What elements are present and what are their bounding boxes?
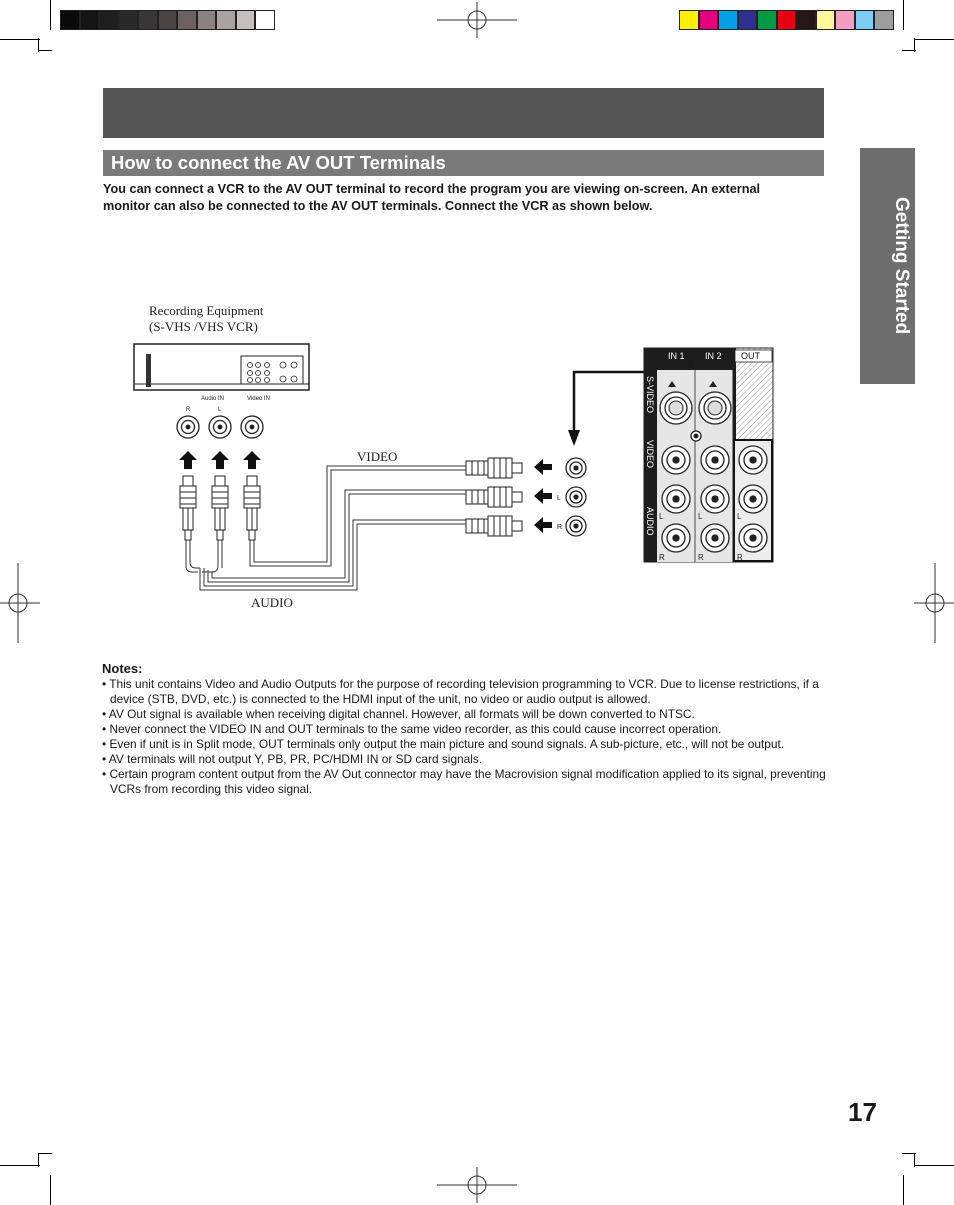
jack-l-label: L [557, 495, 561, 502]
calibration-swatch [776, 10, 796, 30]
note-item: • AV Out signal is available when receiv… [102, 707, 695, 721]
calibration-swatch [138, 10, 158, 30]
up-arrows [179, 451, 261, 469]
svg-text:R: R [698, 553, 704, 562]
calibration-swatch [698, 10, 718, 30]
calibration-swatch [99, 10, 119, 30]
section-header: How to connect the AV OUT Terminals [103, 150, 824, 176]
tv-rear-panel: IN 1 IN 2 OUT S-VIDEO VIDEO AUDIO L L L … [643, 347, 774, 563]
intro-paragraph: You can connect a VCR to the AV OUT term… [103, 182, 761, 213]
calibration-swatch [796, 10, 816, 30]
vcr-side-plugs [179, 475, 261, 541]
panel-tab-in1: IN 1 [668, 351, 685, 361]
calibration-swatch [255, 10, 275, 30]
panel-svideo-label: S-VIDEO [645, 376, 655, 413]
notes-section: Notes: • This unit contains Video and Au… [102, 661, 832, 797]
left-arrows [534, 459, 552, 533]
calibration-swatch [874, 10, 894, 30]
grayscale-calibration-strip [60, 10, 275, 30]
calibration-swatch [79, 10, 99, 30]
note-item: • Even if unit is in Split mode, OUT ter… [102, 737, 785, 751]
calibration-swatch [835, 10, 855, 30]
svg-text:R: R [659, 553, 665, 562]
vcr-video-label: Video IN [247, 396, 270, 402]
color-calibration-strip [679, 10, 894, 30]
av-out-jacks-detail [565, 457, 587, 537]
svg-text:L: L [737, 512, 742, 521]
calibration-swatch [216, 10, 236, 30]
panel-audio-label: AUDIO [645, 507, 655, 536]
calibration-swatch [757, 10, 777, 30]
svg-text:L: L [698, 512, 703, 521]
calibration-swatch [157, 10, 177, 30]
note-item: • Certain program content output from th… [102, 767, 826, 796]
equipment-label: Recording Equipment (S-VHS /VHS VCR) [149, 303, 264, 334]
calibration-swatch [737, 10, 757, 30]
panel-video-label: VIDEO [645, 440, 655, 468]
page-header-bar [103, 88, 824, 138]
calibration-swatch [60, 10, 80, 30]
note-item: • Never connect the VIDEO IN and OUT ter… [102, 722, 722, 736]
audio-cable-label: AUDIO [251, 595, 293, 610]
calibration-swatch [679, 10, 699, 30]
calibration-swatch [196, 10, 216, 30]
vcr-audio-label: Audio IN [201, 396, 224, 402]
video-cable-label: VIDEO [357, 449, 398, 464]
panel-tab-out: OUT [741, 351, 761, 361]
vcr-r-label: R [186, 407, 191, 413]
side-tab [860, 148, 915, 384]
calibration-swatch [718, 10, 738, 30]
panel-tab-in2: IN 2 [705, 351, 722, 361]
calibration-swatch [177, 10, 197, 30]
jack-r-label: R [557, 524, 562, 531]
tv-side-plugs [465, 457, 523, 537]
svg-text:R: R [737, 553, 743, 562]
side-tab-label: Getting Started [891, 197, 912, 335]
calibration-swatch [815, 10, 835, 30]
vcr-l-label: L [218, 407, 222, 413]
calibration-swatch [854, 10, 874, 30]
page-number: 17 [848, 1097, 877, 1127]
section-title: How to connect the AV OUT Terminals [111, 152, 446, 173]
calibration-swatch [235, 10, 255, 30]
notes-title: Notes: [102, 661, 143, 676]
vcr-input-jacks [176, 415, 264, 439]
calibration-swatch [118, 10, 138, 30]
svg-text:L: L [659, 512, 664, 521]
note-item: • This unit contains Video and Audio Out… [102, 677, 819, 706]
note-item: • AV terminals will not output Y, PB, PR… [102, 752, 483, 766]
vcr-device [133, 343, 310, 391]
